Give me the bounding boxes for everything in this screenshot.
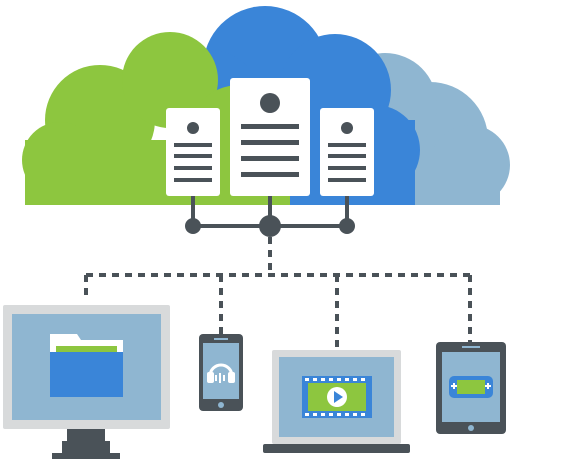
- server-right: [320, 108, 374, 196]
- desktop-monitor: [3, 305, 170, 459]
- tablet: [436, 342, 506, 434]
- server-left: [166, 108, 220, 196]
- server-document-icon: [341, 122, 353, 134]
- server-document-icon: [260, 93, 280, 113]
- video-play-icon: [302, 376, 372, 418]
- node-center: [259, 215, 281, 237]
- server-document-icon: [187, 122, 199, 134]
- node-right: [339, 218, 355, 234]
- laptop: [263, 350, 410, 453]
- gamepad-icon: [449, 376, 493, 398]
- server-center: [230, 78, 310, 196]
- server-connector: [185, 196, 355, 237]
- headphones-icon: [207, 363, 235, 383]
- folder-icon: [50, 334, 123, 397]
- smartphone: [199, 334, 243, 411]
- node-left: [185, 218, 201, 234]
- network-links: [84, 237, 472, 348]
